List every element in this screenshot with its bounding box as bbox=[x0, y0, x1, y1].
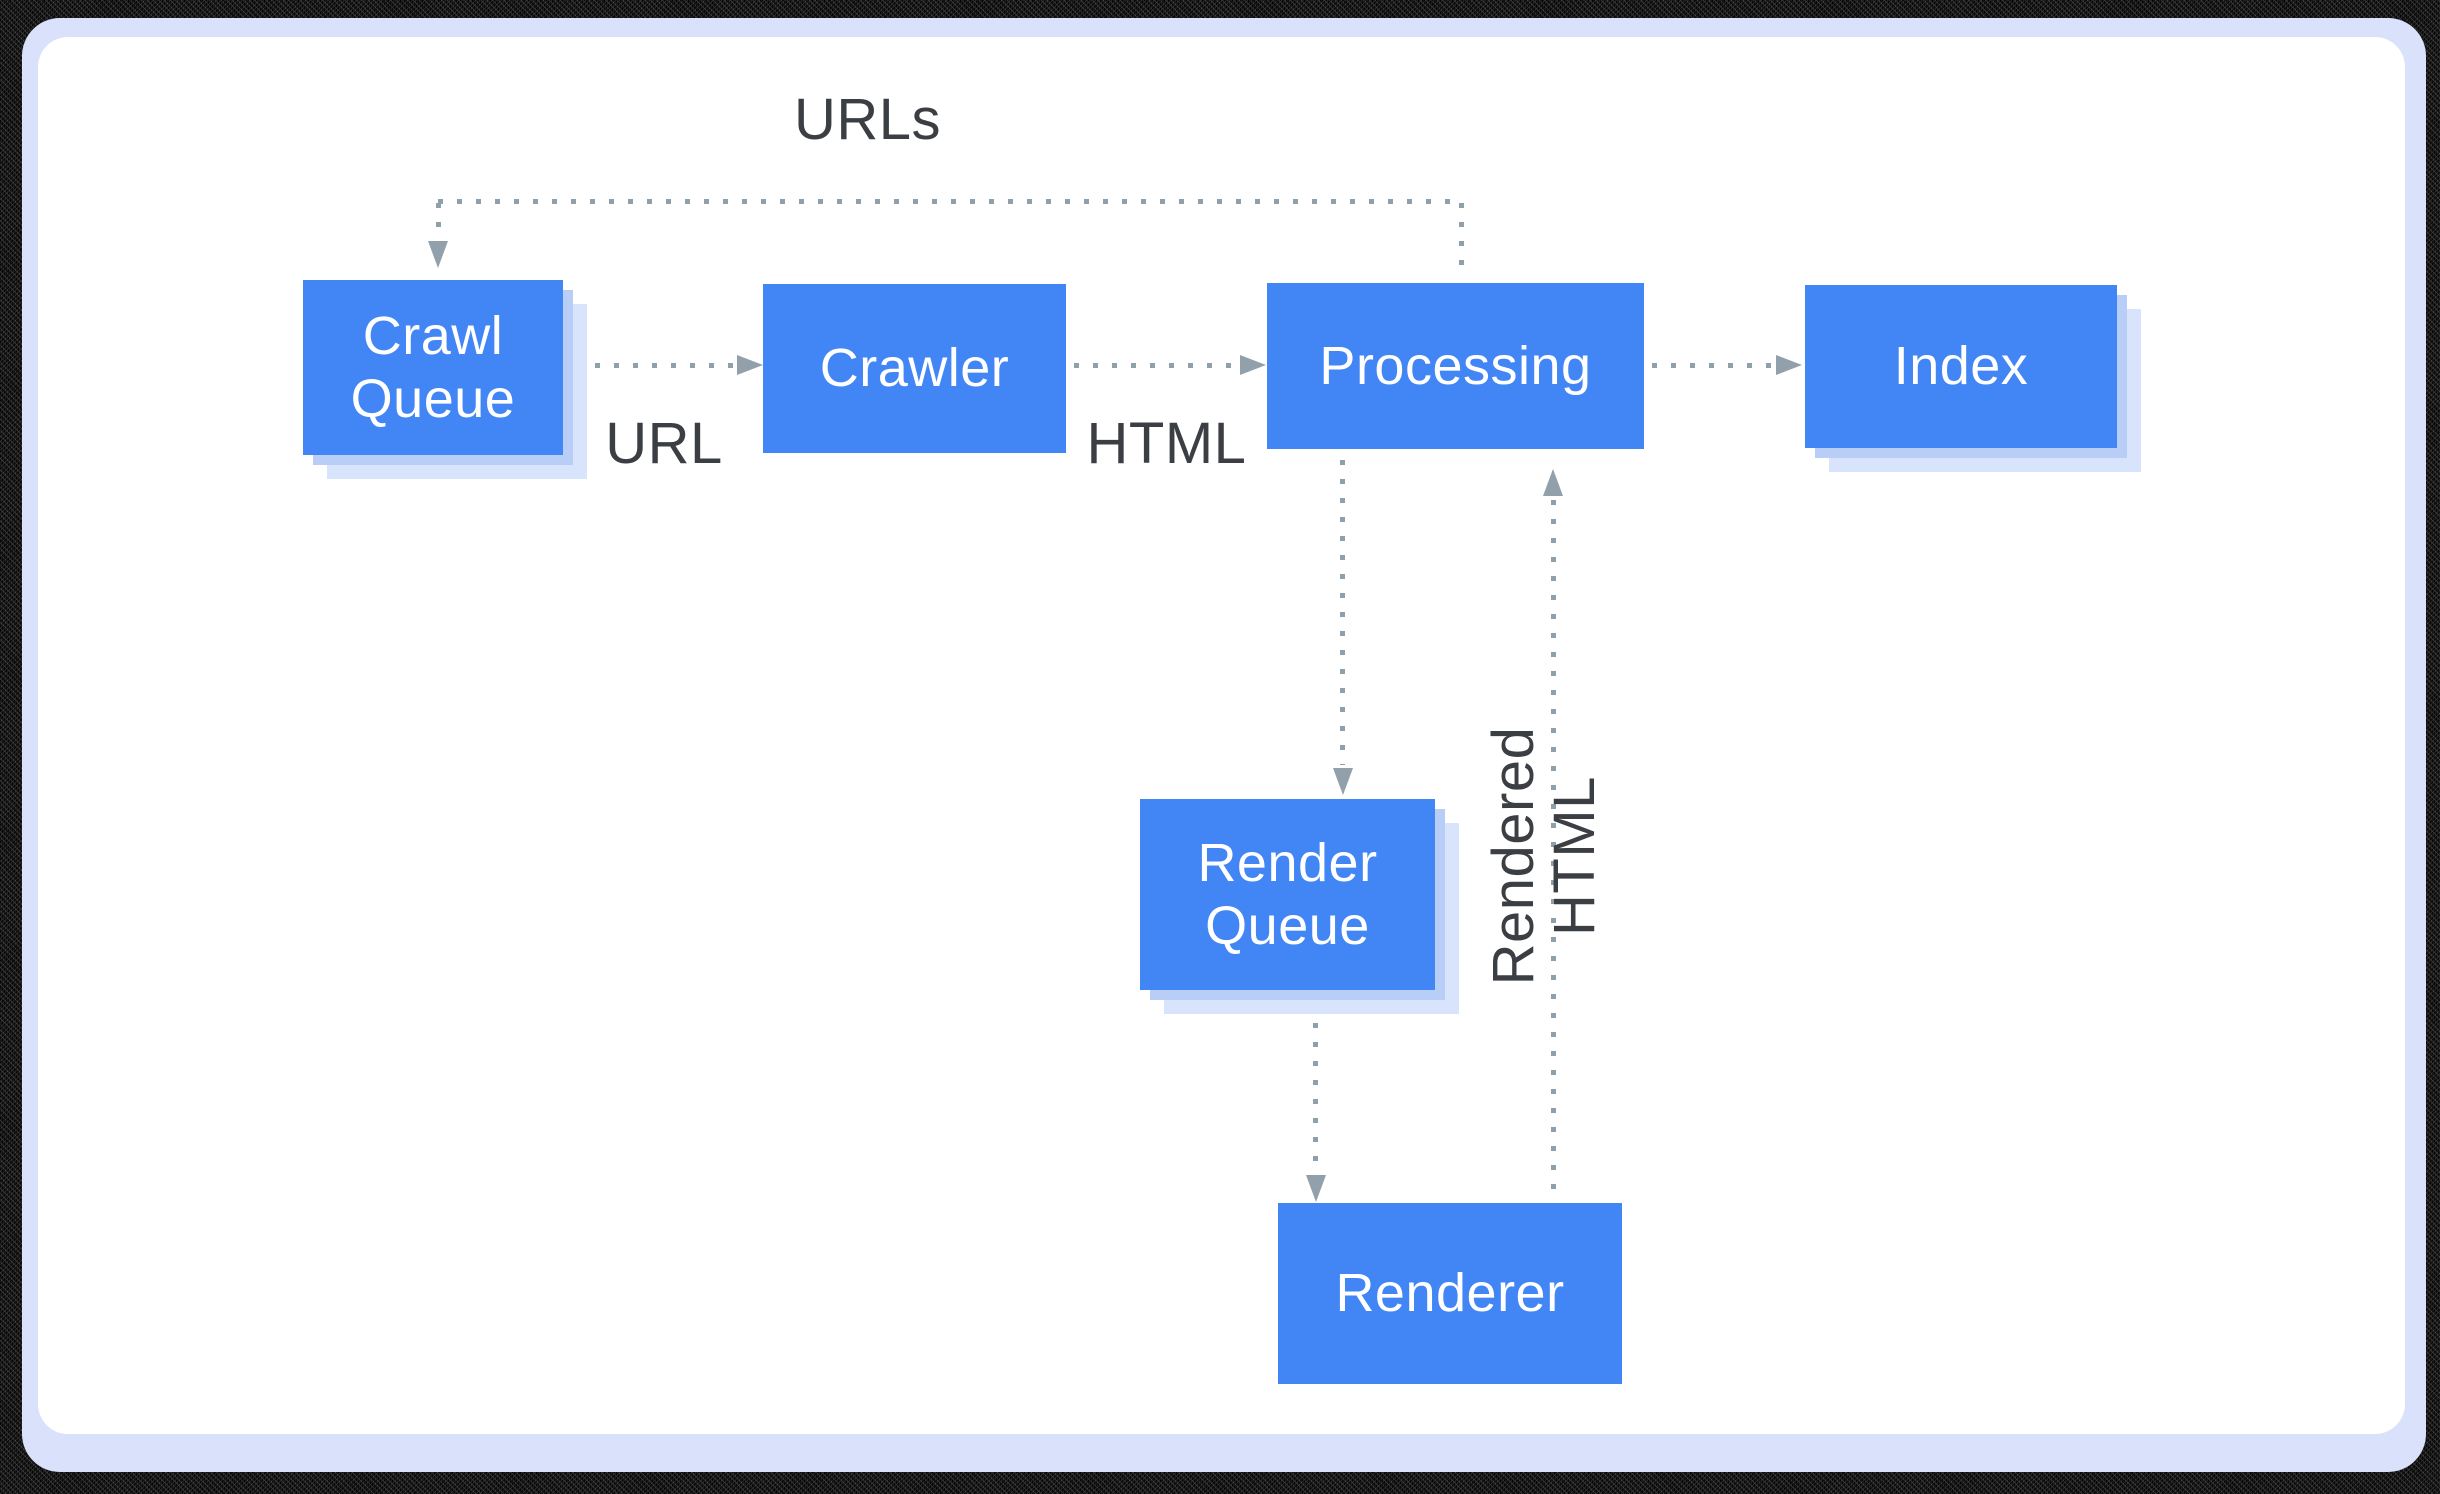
edge-renderer-to-processing bbox=[1551, 500, 1556, 1203]
node-render-queue: Render Queue bbox=[1140, 799, 1435, 990]
edge-crawler-to-processing bbox=[1074, 363, 1240, 368]
edge-processing-to-renderqueue bbox=[1340, 460, 1345, 765]
arrowhead-into-processing-bottom-icon bbox=[1543, 469, 1563, 496]
edge-label-urls: URLs bbox=[794, 87, 942, 152]
arrowhead-into-index-icon bbox=[1776, 355, 1802, 375]
node-crawl-queue: Crawl Queue bbox=[303, 280, 563, 455]
edge-crawlqueue-to-crawler bbox=[595, 363, 737, 368]
arrowhead-into-renderer-icon bbox=[1306, 1175, 1326, 1202]
arrowhead-into-crawler-icon bbox=[737, 355, 763, 375]
edge-label-url: URL bbox=[605, 411, 723, 476]
edge-feedback-right-segment bbox=[1459, 203, 1464, 271]
arrowhead-into-crawl-queue-icon bbox=[428, 241, 448, 268]
edge-feedback-horizontal bbox=[438, 199, 1464, 204]
diagram-card bbox=[38, 37, 2405, 1434]
edge-label-html: HTML bbox=[1086, 411, 1247, 476]
edge-renderqueue-to-renderer bbox=[1313, 1023, 1318, 1171]
arrowhead-into-render-queue-icon bbox=[1333, 768, 1353, 795]
edge-label-rendered-html: Rendered HTML bbox=[1481, 726, 1607, 986]
node-processing: Processing bbox=[1267, 283, 1644, 449]
node-index: Index bbox=[1805, 285, 2117, 448]
node-renderer: Renderer bbox=[1278, 1203, 1622, 1384]
edge-processing-to-index bbox=[1652, 363, 1776, 368]
arrowhead-into-processing-icon bbox=[1240, 355, 1266, 375]
node-crawler: Crawler bbox=[763, 284, 1066, 453]
edge-feedback-left-segment bbox=[436, 203, 441, 239]
